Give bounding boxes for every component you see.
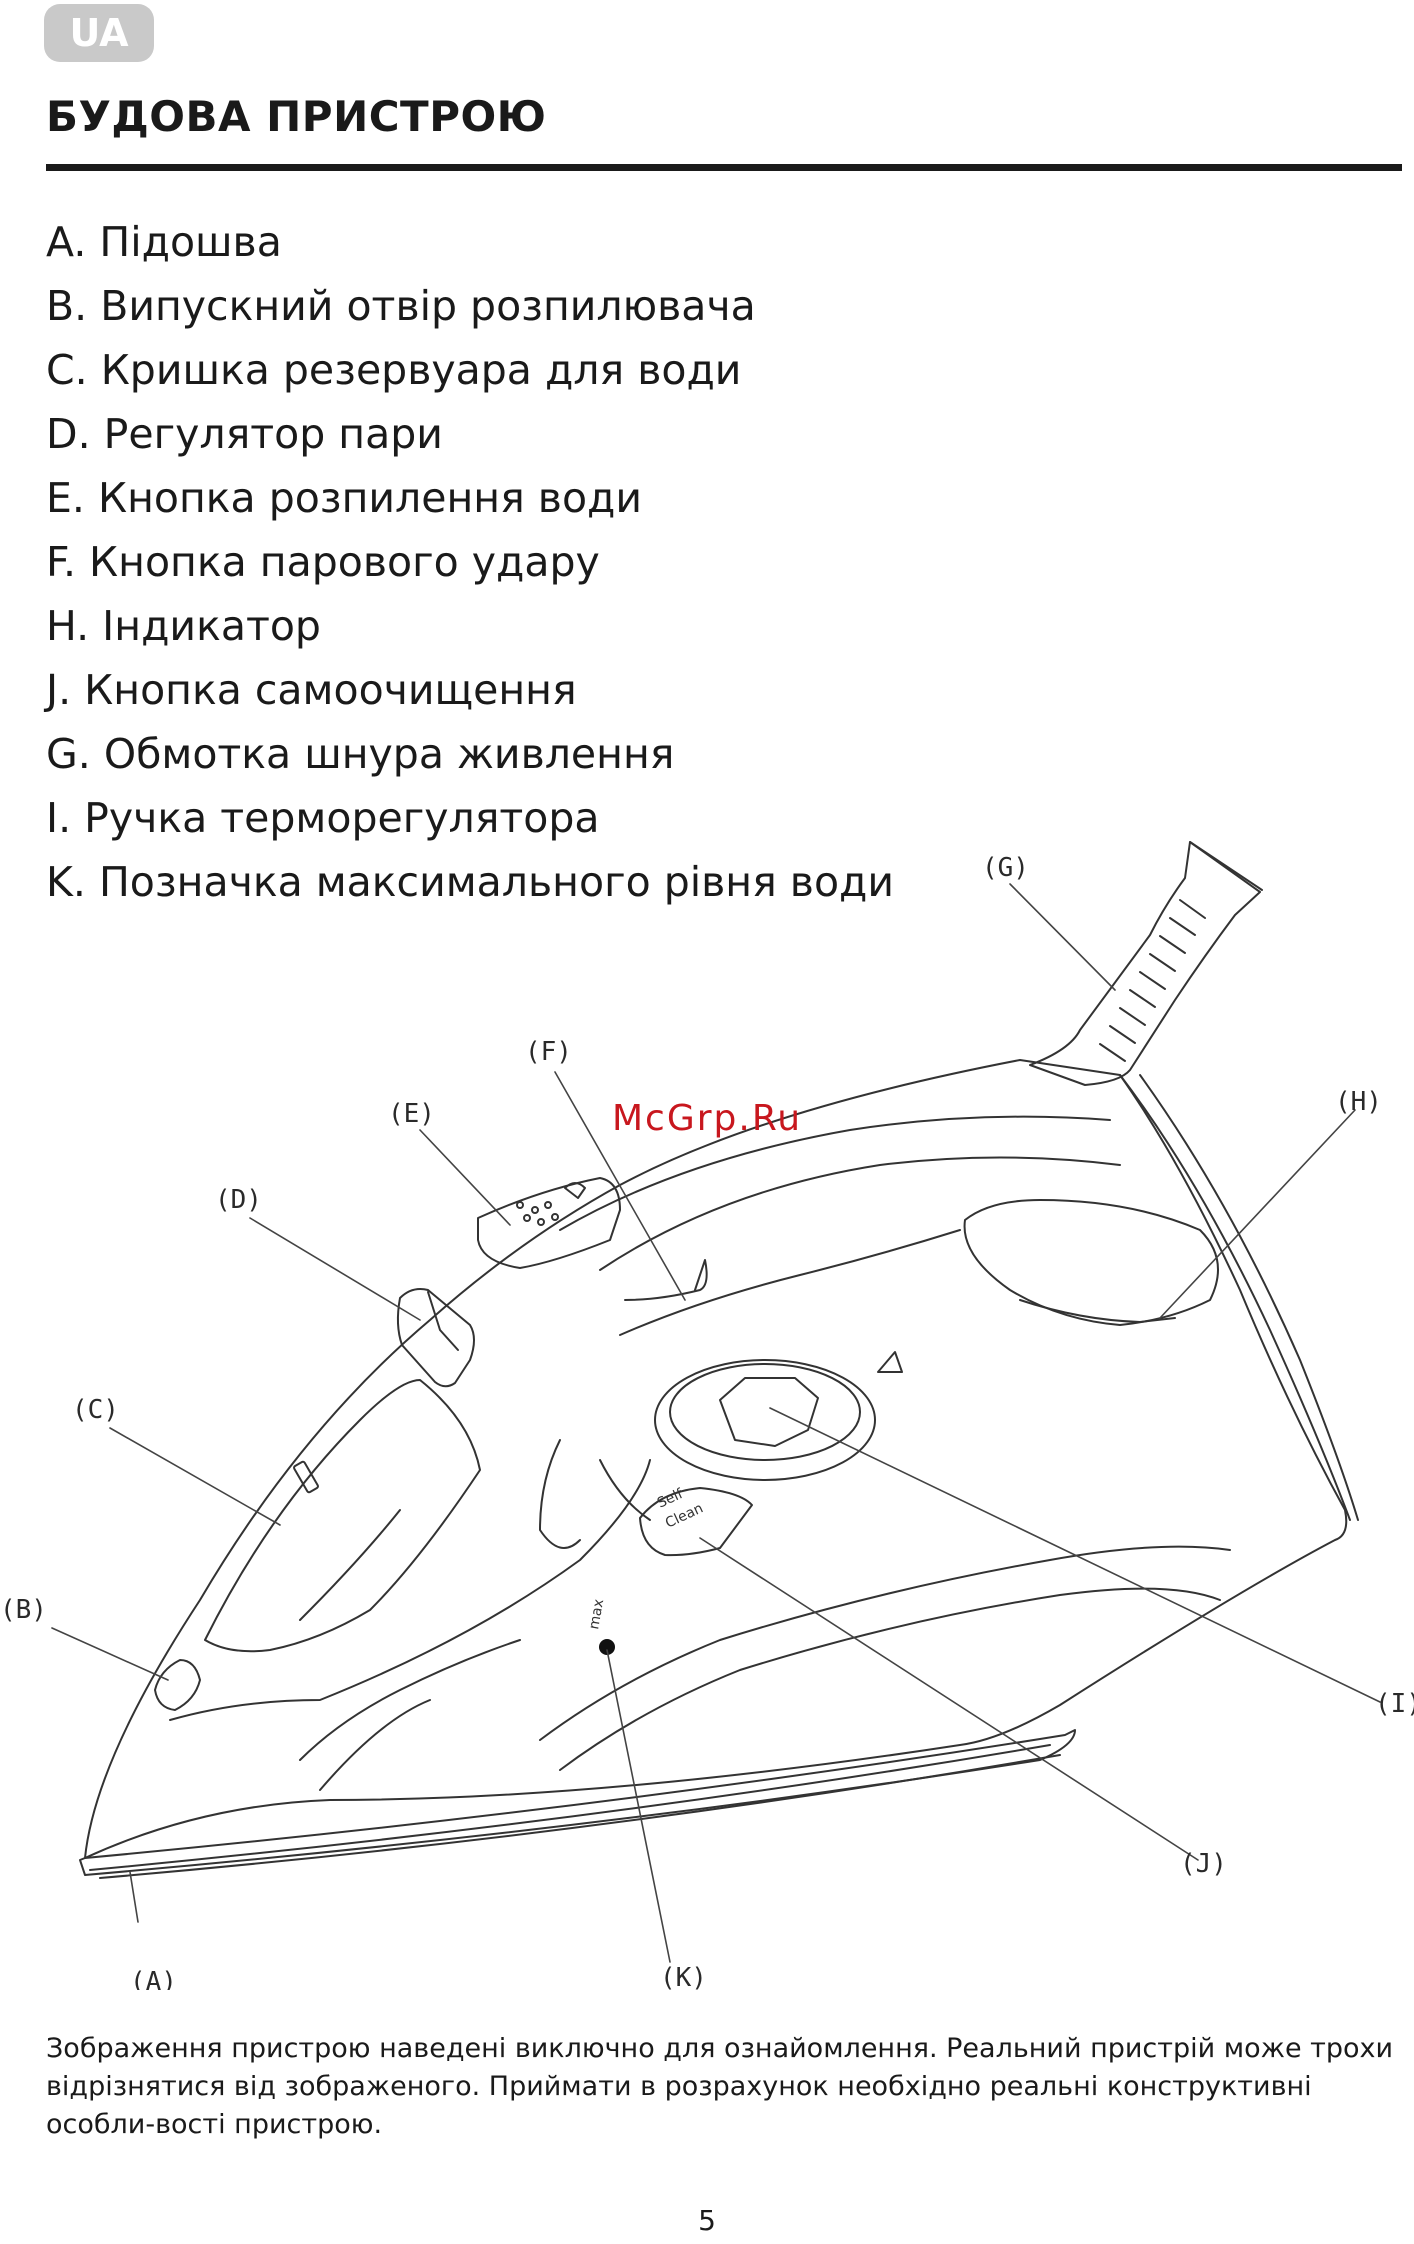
callout-j: (J) <box>1180 1849 1227 1879</box>
cord-wrap-shape <box>1029 841 1261 1086</box>
max-level-dot <box>599 1639 615 1655</box>
callout-b: (B) <box>0 1595 47 1625</box>
iron-diagram: Self Clean max <box>0 840 1414 1990</box>
thermostat-dial-shape <box>654 1359 876 1481</box>
part-item-f: F. Кнопка парового удару <box>46 538 600 586</box>
steam-regulator-shape <box>396 1288 475 1388</box>
disclaimer-text: Зображення пристрою наведені виключно дл… <box>46 2033 1394 2140</box>
callout-i: (I) <box>1375 1689 1414 1719</box>
language-badge: UA <box>44 4 154 62</box>
handle-cutout-shape <box>963 1199 1219 1326</box>
watermark-text: McGrp.Ru <box>612 1098 803 1139</box>
callout-g: (G) <box>982 853 1029 883</box>
page-number: 5 <box>698 2204 716 2237</box>
part-item-h: H. Індикатор <box>46 602 321 650</box>
part-item-i: I. Ручка терморегулятора <box>46 794 600 842</box>
self-clean-button-shape <box>639 1487 753 1557</box>
max-level-label: max <box>586 1598 607 1631</box>
part-item-e: E. Кнопка розпилення води <box>46 474 643 522</box>
part-item-b: B. Випускний отвір розпилювача <box>46 282 756 330</box>
callout-d: (D) <box>215 1185 262 1215</box>
iron-body-shape <box>84 1059 1348 1859</box>
callout-k: (K) <box>660 1963 707 1990</box>
part-item-a: A. Підошва <box>46 218 282 266</box>
callout-e: (E) <box>388 1099 435 1129</box>
water-tank-shape <box>204 1379 481 1653</box>
indicator-shape <box>1019 1299 1176 1323</box>
page-title: БУДОВА ПРИСТРОЮ <box>46 92 547 141</box>
part-item-j: J. Кнопка самоочищення <box>46 666 577 714</box>
callout-f: (F) <box>525 1037 572 1067</box>
callout-c: (C) <box>72 1395 119 1425</box>
part-item-g: G. Обмотка шнура живлення <box>46 730 675 778</box>
part-item-c: C. Кришка резервуара для води <box>46 346 742 394</box>
parts-list: A. Підошва B. Випускний отвір розпилювач… <box>46 210 894 914</box>
steam-burst-button-shape <box>624 1259 708 1301</box>
soleplate-shape <box>79 1729 1076 1876</box>
callout-h: (H) <box>1335 1087 1382 1117</box>
spray-button-shape <box>477 1177 621 1269</box>
part-item-d: D. Регулятор пари <box>46 410 443 458</box>
callout-a: (A) <box>130 1967 177 1990</box>
spray-nozzle-shape <box>154 1659 201 1711</box>
title-divider <box>46 164 1402 171</box>
part-item-k: K. Позначка максимального рівня води <box>46 858 895 906</box>
